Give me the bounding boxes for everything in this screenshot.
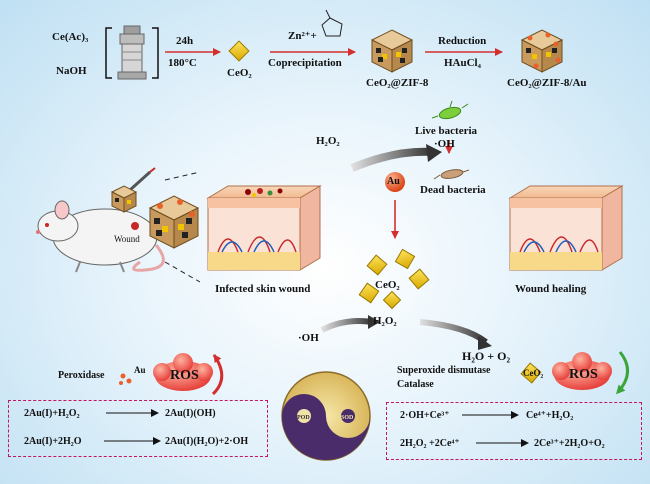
autoclave-icon [117,25,147,80]
eq-right-1-reactants: 2·OH+Ce³⁺ [400,410,450,421]
label-ceo2-zif8-au: CeO₂@ZIF-8/Au [507,77,587,89]
label-ceo2-center: CeO₂ [375,279,400,291]
label-catalase: Catalase [397,379,434,390]
synthesis-bracket [105,27,159,79]
large-cube-zoom [148,195,200,249]
right-equation-box [386,402,642,460]
label-infected-skin: Infected skin wound [215,283,311,295]
zoom-lines [164,171,201,283]
eq-left-1-reactants: 2Au(I)+H₂O₂ [24,408,80,419]
label-zn: Zn²⁺+ [288,30,317,42]
label-live-bacteria: Live bacteria [415,125,478,137]
mouse-illustration [36,200,165,273]
label-ros-right: ROS [569,367,598,382]
label-au-sphere: Au [387,176,400,187]
label-ros-left: ROS [170,368,199,383]
yin-yang-symbol [281,371,371,461]
reagent-naoh: NaOH [56,65,87,77]
live-bacteria-icon [431,100,469,120]
ceo2-zif8-au-cube [520,29,564,73]
label-au-left: Au [134,365,146,375]
label-peroxidase: Peroxidase [58,370,105,381]
label-pod: POD [297,415,310,421]
label-h2o2-top: H₂O₂ [316,135,340,147]
healed-skin-block [508,185,624,271]
ceo2-zif8-cube [370,29,414,73]
arrow-h2o2-to-water [419,319,488,345]
left-equation-box [8,400,268,457]
arrow-oh-to-h2o2 [320,318,373,333]
label-oh-left: ·OH [298,332,319,344]
dead-bacteria-icon [433,169,470,180]
eq-left-2-reactants: 2Au(I)+2H₂O [24,436,82,447]
au-particles-left [119,373,132,385]
ros-cloud-left [153,353,213,391]
eq-right-2-products: 2Ce³⁺+2H₂O+O₂ [534,438,605,449]
label-h2o2-center: H₂O₂ [373,315,397,327]
ceo2-cluster [358,248,430,310]
small-cube-mouse [110,185,138,213]
eq-left-2-products: 2Au(I)(H₂O)+2·OH [165,436,249,447]
arrow-right-curved [615,351,629,395]
ros-cloud-right [552,352,612,390]
label-haucl4: HAuCl₄ [444,57,481,69]
label-ceo2-product: CeO₂ [227,67,252,79]
label-oh-top: ·OH [434,138,455,150]
label-sod: SOD [341,415,354,421]
infected-skin-block [206,185,322,271]
label-superoxide-dismutase: Superoxide dismutase [397,365,491,376]
label-ceo2-zif8: CeO₂@ZIF-8 [366,77,429,89]
label-ceo2-right: CeO₂ [523,368,544,378]
label-dead-bacteria: Dead bacteria [420,184,486,196]
eq-left-1-products: 2Au(I)(OH) [165,408,216,419]
condition-temperature: 180°C [168,57,197,69]
label-water-oxygen: H₂O + O₂ [462,349,511,363]
arrow-h2o2-to-oh [350,147,433,172]
label-coprecipitation: Coprecipitation [268,57,342,69]
ceo2-crystal-right [520,362,542,384]
label-wound: Wound [114,234,140,244]
condition-time: 24h [176,35,194,47]
au-sphere [385,172,405,192]
eq-right-1-products: Ce⁴⁺+H₂O₂ [526,410,574,421]
label-reduction: Reduction [438,35,487,47]
imidazole-icon [321,9,343,37]
ceo2-crystal-icon [228,40,250,62]
reagent-ce-ac: Ce(Ac)₃ [52,31,89,43]
label-wound-healing: Wound healing [515,283,587,295]
arrow-left-curved [211,354,224,396]
eq-right-2-reactants: 2H₂O₂ +2Ce⁴⁺ [400,438,460,449]
